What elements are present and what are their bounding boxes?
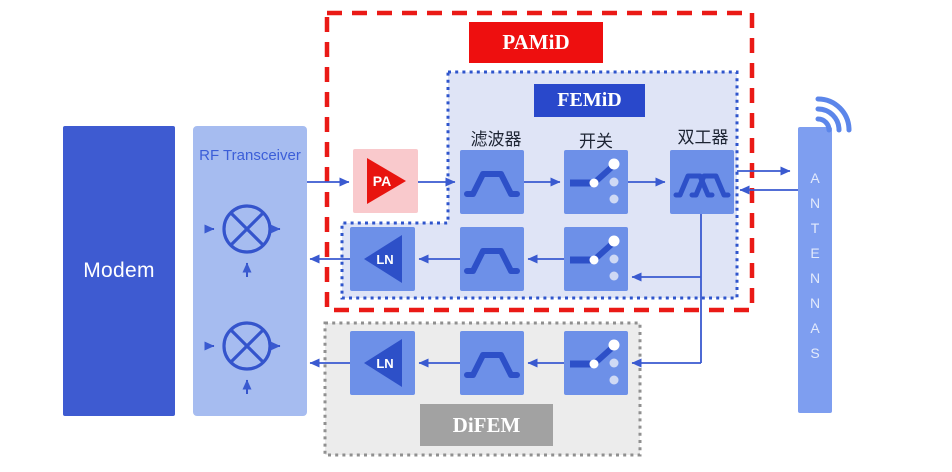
pa-label: PA [372,173,390,189]
switch-icon [570,158,620,204]
rf-transceiver-label: RF Transceiver [199,147,301,164]
connection-lines [307,166,798,368]
modem-block: Modem [63,126,175,416]
pa-block: PA [353,149,418,213]
tx-filter-block [460,150,524,214]
femid-lna-label: LN [376,252,393,267]
duplexer-label: 双工器 [677,128,729,147]
lna-amplifier-icon: LN [363,339,402,387]
switch-label: 开关 [579,132,613,151]
pamid-title: PAMiD [469,22,603,63]
filter-label: 滤波器 [470,130,522,149]
difem-switch-block [564,331,628,395]
mixer-icon [204,204,281,277]
duplexer-block [670,150,734,214]
femid-region [340,70,739,300]
bandpass-filter-icon [464,352,520,378]
difem-filter-block [460,331,524,395]
antenna-label: ANTENNAS [807,170,823,370]
femid-title-text: FEMiD [557,89,622,111]
difem-lna-block: LN [350,331,415,395]
antenna-block: ANTENNAS [798,127,832,413]
lna-amplifier-icon: LN [363,235,402,283]
femid-lna-block: LN [350,227,415,291]
switch-icon [570,339,620,385]
switch-icon [570,235,620,281]
pa-amplifier-icon: PA [366,158,406,204]
tx-switch-block [564,150,628,214]
femid-title: FEMiD [534,84,645,117]
bandpass-filter-icon [464,248,520,274]
difem-title: DiFEM [420,404,553,446]
modem-label: Modem [83,259,155,282]
bandpass-filter-icon [464,171,520,197]
duplexer-icon [673,173,731,198]
wireless-signal-icon [815,96,852,133]
difem-lna-label: LN [376,356,393,371]
femid-rx-switch-block [564,227,628,291]
mixer-icon [204,321,281,394]
pamid-region [324,10,755,313]
femid-rx-filter-block [460,227,524,291]
pamid-title-text: PAMiD [502,30,570,54]
difem-title-text: DiFEM [452,412,521,437]
